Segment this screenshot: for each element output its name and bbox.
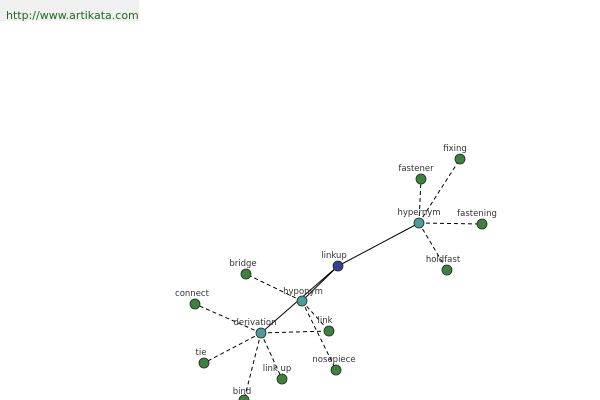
- node-fixing[interactable]: fixing: [443, 144, 467, 165]
- node-label-link_up: link up: [263, 364, 292, 374]
- edge-derivation-link_up: [260, 332, 283, 380]
- node-bind[interactable]: bind: [233, 387, 252, 400]
- node-holdfast[interactable]: holdfast: [426, 255, 461, 276]
- edge-hypernym-fastening: [418, 222, 483, 225]
- node-circle-hypernym[interactable]: [413, 217, 425, 229]
- node-circle-link[interactable]: [323, 325, 335, 337]
- edge-hyponym-bridge: [245, 273, 303, 302]
- node-circle-link_up[interactable]: [276, 373, 288, 385]
- node-circle-fastener[interactable]: [415, 173, 427, 185]
- node-label-connect: connect: [175, 289, 210, 299]
- node-label-derivation: derivation: [233, 318, 276, 328]
- node-link_up[interactable]: link up: [263, 364, 292, 385]
- source-link[interactable]: http://www.artikata.com: [6, 9, 139, 22]
- node-hyponym[interactable]: hyponym: [283, 287, 323, 307]
- node-label-hypernym: hypernym: [397, 208, 440, 218]
- node-circle-connect[interactable]: [189, 298, 201, 310]
- node-label-bind: bind: [233, 387, 252, 397]
- node-tie[interactable]: tie: [196, 348, 210, 369]
- node-circle-nosepiece[interactable]: [330, 364, 342, 376]
- edge-linkup-hypernym: [337, 222, 420, 267]
- node-circle-derivation[interactable]: [255, 327, 267, 339]
- edge-derivation-link: [260, 330, 330, 334]
- source-bar: http://www.artikata.com: [0, 0, 139, 22]
- node-label-linkup: linkup: [321, 251, 347, 261]
- node-circle-bind[interactable]: [238, 394, 250, 400]
- node-label-fastening: fastening: [457, 209, 497, 219]
- node-hypernym[interactable]: hypernym: [397, 208, 441, 229]
- edge-hypernym-fastener: [418, 178, 422, 224]
- node-nosepiece[interactable]: nosepiece: [312, 355, 356, 376]
- node-connect[interactable]: connect: [175, 289, 210, 310]
- node-label-holdfast: holdfast: [426, 255, 461, 265]
- node-bridge[interactable]: bridge: [229, 259, 257, 280]
- node-label-fastener: fastener: [398, 164, 434, 174]
- node-circle-tie[interactable]: [198, 357, 210, 369]
- node-label-tie: tie: [196, 348, 207, 358]
- edges-layer: [194, 158, 483, 400]
- node-fastening[interactable]: fastening: [457, 209, 497, 230]
- node-circle-linkup[interactable]: [332, 260, 344, 272]
- node-circle-bridge[interactable]: [240, 268, 252, 280]
- node-label-fixing: fixing: [443, 144, 467, 154]
- node-derivation[interactable]: derivation: [233, 318, 277, 339]
- edge-derivation-connect: [194, 303, 262, 334]
- edge-hyponym-nosepiece: [301, 300, 337, 371]
- node-circle-hyponym[interactable]: [296, 295, 308, 307]
- node-label-bridge: bridge: [229, 259, 256, 269]
- edge-derivation-tie: [203, 332, 262, 364]
- node-label-link: link: [317, 316, 332, 326]
- edge-hypernym-fixing: [418, 158, 461, 224]
- node-circle-fastening[interactable]: [476, 218, 488, 230]
- node-linkup[interactable]: linkup: [321, 251, 347, 272]
- nodes-layer: linkup hypernym hyponym derivation fixing fas…: [175, 144, 497, 400]
- node-fastener[interactable]: fastener: [398, 164, 434, 185]
- node-label-nosepiece: nosepiece: [312, 355, 355, 365]
- edge-derivation-bind: [243, 332, 262, 400]
- node-label-hyponym: hyponym: [283, 287, 323, 297]
- node-circle-fixing[interactable]: [454, 153, 466, 165]
- edge-hypernym-holdfast: [418, 222, 448, 271]
- node-link[interactable]: link: [317, 316, 335, 337]
- node-circle-holdfast[interactable]: [441, 264, 453, 276]
